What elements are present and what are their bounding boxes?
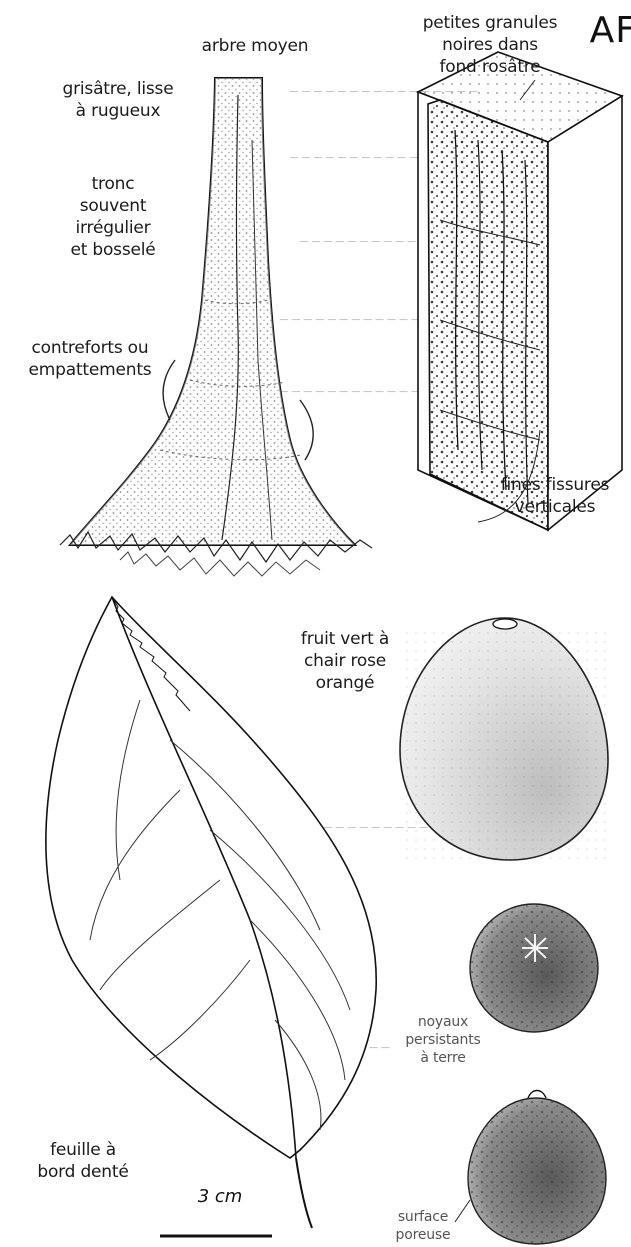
fruit-drawing: [400, 618, 610, 860]
label-fines-fissures: fines fissures verticales: [470, 474, 631, 518]
scale-label: 3 cm: [185, 1186, 255, 1207]
label-noyaux: noyaux persistants à terre: [398, 1013, 488, 1067]
tree-trunk-drawing: [60, 78, 372, 576]
label-petites-granules: petites granules noires dans fond rosâtr…: [400, 12, 580, 78]
label-tronc: tronc souvent irrégulier et bosselé: [48, 173, 178, 261]
label-contreforts: contreforts ou empattements: [10, 337, 170, 381]
seeds-drawing: [455, 904, 606, 1244]
label-fruit: fruit vert à chair rose orangé: [285, 628, 405, 694]
corner-text: AF: [590, 10, 631, 51]
label-surface: surface poreuse: [378, 1208, 468, 1244]
bark-block-drawing: [418, 52, 622, 530]
label-feuille: feuille à bord denté: [8, 1139, 158, 1183]
label-arbre-moyen: arbre moyen: [180, 35, 330, 57]
label-grisatre: grisâtre, lisse à rugueux: [38, 78, 198, 122]
